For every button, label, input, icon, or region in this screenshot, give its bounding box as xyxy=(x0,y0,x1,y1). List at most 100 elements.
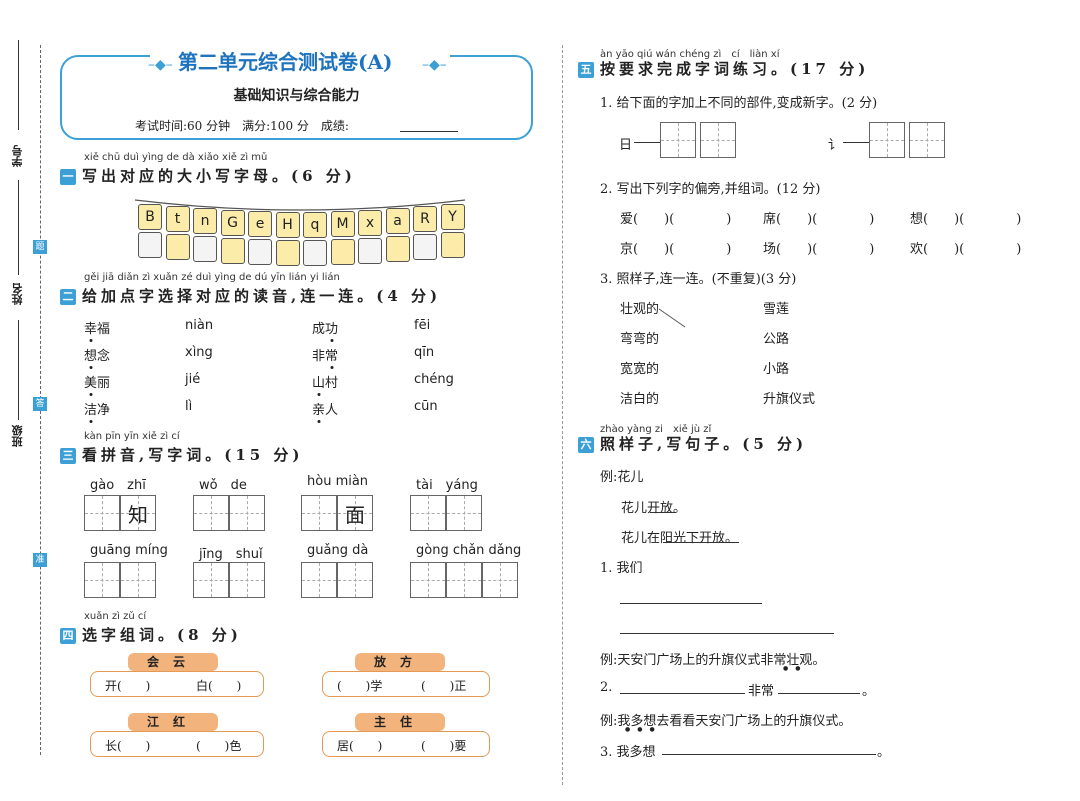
answer-card[interactable] xyxy=(440,232,465,258)
answer-line[interactable] xyxy=(620,633,834,634)
grid-cell[interactable] xyxy=(193,495,229,531)
match-left-item[interactable]: 壮观的 xyxy=(620,302,660,317)
word-choice-box[interactable]: ( )学 ( )正 xyxy=(322,671,490,697)
score-blank[interactable] xyxy=(400,131,458,132)
word-char: 福 xyxy=(97,322,111,337)
grid-cell[interactable] xyxy=(301,495,337,531)
match-word[interactable]: 亲人 xyxy=(312,399,338,418)
radical-item[interactable]: 席( )( ) xyxy=(763,212,875,227)
word-choice-box[interactable]: 居( ) ( )要 xyxy=(322,731,490,757)
grid-cell[interactable] xyxy=(446,495,482,531)
grid-cell[interactable] xyxy=(229,562,265,598)
match-right-item[interactable]: 升旗仪式 xyxy=(763,392,816,407)
string-line xyxy=(134,199,466,211)
char-grid[interactable] xyxy=(193,495,265,531)
s2-pinyin: gěi jiā diǎn zì xuǎn zé duì yìng de dú y… xyxy=(84,272,340,283)
blank-item[interactable]: 白( ) xyxy=(196,679,242,693)
pinyin-option[interactable]: chéng xyxy=(414,372,454,387)
answer-card[interactable] xyxy=(275,240,300,266)
pinyin-option[interactable]: cūn xyxy=(414,399,438,414)
char-grid[interactable]: 知 xyxy=(84,495,156,531)
grid-cell[interactable] xyxy=(446,562,482,598)
blank-item[interactable]: ( )学 xyxy=(337,679,383,693)
grid-cell[interactable] xyxy=(229,495,265,531)
grid-char xyxy=(447,563,481,597)
grid-cell[interactable] xyxy=(193,562,229,598)
blank-item[interactable]: ( )正 xyxy=(421,679,467,693)
char-grid[interactable] xyxy=(410,562,518,598)
pinyin-option[interactable]: fēi xyxy=(414,318,431,333)
grid-cell[interactable]: 知 xyxy=(120,495,156,531)
pinyin-option[interactable]: jié xyxy=(185,372,201,387)
answer-card[interactable] xyxy=(303,240,327,266)
blank-item[interactable]: 长( ) xyxy=(105,739,151,753)
s5-q1-radical: 讠 xyxy=(828,138,842,153)
match-word[interactable]: 幸福 xyxy=(84,318,110,337)
grid-cell[interactable] xyxy=(84,562,120,598)
answer-line[interactable] xyxy=(778,693,860,694)
answer-card[interactable] xyxy=(330,239,355,265)
radical-item[interactable]: 场( )( ) xyxy=(763,242,875,257)
pinyin-option[interactable]: xìng xyxy=(185,345,213,360)
s1-heading: 一写出对应的大小写字母。(6 分) xyxy=(60,165,356,186)
grid-cell[interactable] xyxy=(84,495,120,531)
grid-cell[interactable] xyxy=(120,562,156,598)
grid-pinyin: guāng míng xyxy=(90,543,168,558)
match-word[interactable]: 非常 xyxy=(312,345,338,364)
radical-item[interactable]: 京( )( ) xyxy=(620,242,732,257)
answer-card[interactable] xyxy=(165,234,190,260)
s5-q1-char: 日 xyxy=(619,138,633,153)
pinyin-option[interactable]: niàn xyxy=(185,318,214,333)
char-grid[interactable] xyxy=(410,495,482,531)
grid-cell[interactable]: 面 xyxy=(337,495,373,531)
answer-card[interactable] xyxy=(193,236,217,262)
s5-heading: 五按要求完成字词练习。(17 分) xyxy=(578,58,869,79)
blank-item[interactable]: 居( ) xyxy=(337,739,383,753)
char-grid[interactable] xyxy=(869,122,945,158)
match-word[interactable]: 成功 xyxy=(312,318,338,337)
radical-item[interactable]: 想( )( ) xyxy=(910,212,1022,227)
grid-cell[interactable] xyxy=(410,495,446,531)
answer-card[interactable] xyxy=(385,236,410,262)
char-grid[interactable]: 面 xyxy=(301,495,373,531)
match-right-item[interactable]: 公路 xyxy=(763,332,790,347)
pinyin-option[interactable]: lì xyxy=(185,399,193,414)
answer-card[interactable] xyxy=(220,238,245,264)
grid-cell[interactable] xyxy=(410,562,446,598)
match-word[interactable]: 洁净 xyxy=(84,399,110,418)
answer-card[interactable] xyxy=(413,234,437,260)
answer-line[interactable] xyxy=(620,603,762,604)
answer-line[interactable] xyxy=(662,754,876,755)
pinyin-option[interactable]: qīn xyxy=(414,345,435,360)
match-word[interactable]: 美丽 xyxy=(84,372,110,391)
match-left-item[interactable]: 弯弯的 xyxy=(620,332,660,347)
grid-cell[interactable] xyxy=(301,562,337,598)
title-ornament-right-icon: –◆– xyxy=(422,57,447,73)
match-left-item[interactable]: 宽宽的 xyxy=(620,362,660,377)
answer-card[interactable] xyxy=(138,232,162,258)
grid-pinyin: gòng chǎn dǎng xyxy=(416,543,522,558)
blank-item[interactable]: ( )色 xyxy=(196,739,242,753)
char-grid[interactable] xyxy=(301,562,373,598)
grid-cell[interactable] xyxy=(482,562,518,598)
answer-line[interactable] xyxy=(620,693,745,694)
s6-example-1: 例:花儿 xyxy=(600,470,644,485)
letter-card: t xyxy=(165,206,190,232)
char-grid[interactable] xyxy=(193,562,265,598)
blank-item[interactable]: 开( ) xyxy=(105,679,151,693)
match-word[interactable]: 想念 xyxy=(84,345,110,364)
word-choice-box[interactable]: 长( ) ( )色 xyxy=(90,731,264,757)
char-grid[interactable] xyxy=(660,122,736,158)
word-choice-box[interactable]: 开( ) 白( ) xyxy=(90,671,264,697)
blank-item[interactable]: ( )要 xyxy=(421,739,467,753)
radical-item[interactable]: 爱( )( ) xyxy=(620,212,732,227)
radical-item[interactable]: 欢( )( ) xyxy=(910,242,1022,257)
match-right-item[interactable]: 小路 xyxy=(763,362,790,377)
char-grid[interactable] xyxy=(84,562,156,598)
match-right-item[interactable]: 雪莲 xyxy=(763,302,790,317)
match-word[interactable]: 山村 xyxy=(312,372,338,391)
answer-card[interactable] xyxy=(358,238,382,264)
match-left-item[interactable]: 洁白的 xyxy=(620,392,660,407)
grid-cell[interactable] xyxy=(337,562,373,598)
answer-card[interactable] xyxy=(248,239,272,265)
